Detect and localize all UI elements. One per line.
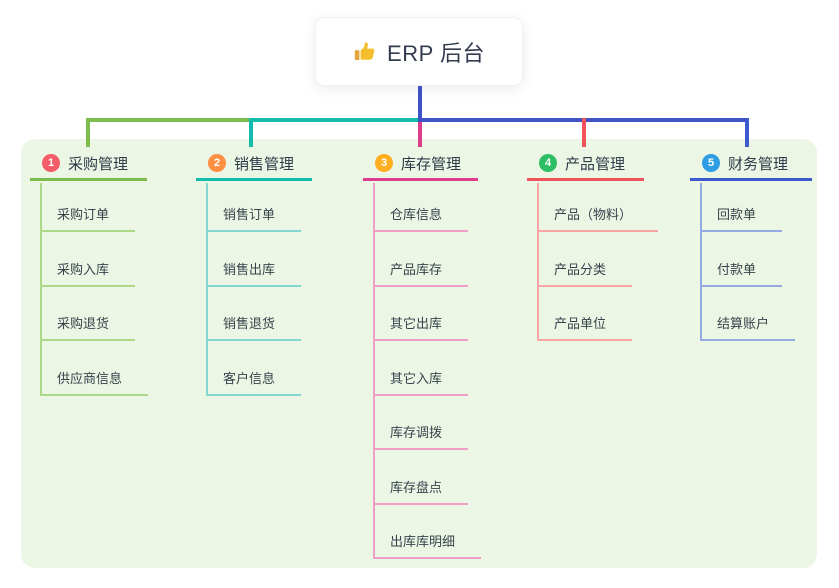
root-node-erp[interactable]: ERP 后台	[315, 17, 523, 86]
branch-number-badge: 4	[539, 154, 557, 172]
branch-node-label: 销售管理	[234, 155, 295, 173]
child-node[interactable]: 仓库信息	[373, 200, 469, 232]
child-node-label: 产品单位	[554, 316, 607, 331]
child-node[interactable]: 回款单	[700, 200, 783, 232]
child-node-label: 采购订单	[57, 207, 110, 222]
child-node[interactable]: 库存盘点	[373, 473, 469, 505]
child-node-label: 销售退货	[223, 316, 276, 331]
child-node[interactable]: 出库库明细	[373, 527, 482, 559]
branch-number-badge: 2	[208, 154, 226, 172]
child-node[interactable]: 其它出库	[373, 309, 469, 341]
child-node[interactable]: 客户信息	[206, 364, 302, 396]
child-node-label: 结算账户	[717, 316, 770, 331]
child-node-label: 产品库存	[390, 261, 443, 277]
child-node[interactable]: 产品库存	[373, 255, 469, 287]
child-node-label: 仓库信息	[390, 207, 443, 222]
branch-number-badge: 3	[375, 154, 393, 172]
branch-node-label: 财务管理	[728, 155, 789, 173]
branch-node-5[interactable]: 5 财务管理	[690, 148, 812, 181]
child-connector-line	[700, 183, 702, 341]
branch-drop-line-1	[86, 118, 90, 147]
root-connector-line	[417, 85, 422, 122]
branch-node-4[interactable]: 4 产品管理	[527, 148, 644, 181]
child-node[interactable]: 产品（物料）	[537, 200, 659, 232]
branch-node-3[interactable]: 3 库存管理	[363, 148, 478, 181]
branch-node-label: 产品管理	[565, 155, 626, 173]
branch-drop-line-2	[249, 118, 253, 147]
child-node-label: 采购退货	[57, 316, 110, 331]
branch-drop-line-3	[417, 122, 422, 147]
child-connector-line	[537, 183, 539, 341]
child-node-label: 采购入库	[57, 261, 110, 277]
branches-background-panel	[21, 139, 817, 568]
child-node-label: 库存盘点	[390, 479, 443, 495]
child-node[interactable]: 销售退货	[206, 309, 302, 341]
child-connector-line	[40, 183, 42, 396]
child-node[interactable]: 供应商信息	[40, 364, 149, 396]
child-node[interactable]: 其它入库	[373, 364, 469, 396]
child-node-label: 销售出库	[223, 261, 276, 277]
child-node-label: 产品（物料）	[554, 207, 633, 222]
child-node-label: 产品分类	[554, 261, 607, 277]
child-node-label: 其它入库	[390, 370, 443, 386]
branch-node-label: 采购管理	[68, 155, 129, 173]
child-connector-line	[373, 183, 375, 559]
child-node-label: 出库库明细	[390, 534, 456, 549]
child-node[interactable]: 结算账户	[700, 309, 796, 341]
branch-drop-line-5	[745, 118, 749, 147]
child-node-label: 销售订单	[223, 207, 276, 222]
branch-drop-line-4	[582, 118, 586, 147]
child-node[interactable]: 采购入库	[40, 255, 136, 287]
branch-node-label: 库存管理	[401, 155, 462, 173]
child-node[interactable]: 销售出库	[206, 255, 302, 287]
bus-segment-teal	[249, 118, 418, 122]
child-node-label: 其它出库	[390, 316, 443, 331]
child-node-label: 供应商信息	[57, 370, 123, 386]
child-node-label: 客户信息	[223, 370, 276, 386]
child-node-label: 付款单	[717, 261, 757, 277]
branch-node-2[interactable]: 2 销售管理	[196, 148, 312, 181]
branch-number-badge: 1	[42, 154, 60, 172]
thumbs-up-icon	[353, 40, 377, 64]
bus-segment-green	[86, 118, 249, 122]
branch-number-badge: 5	[702, 154, 720, 172]
child-node[interactable]: 产品单位	[537, 309, 633, 341]
child-node[interactable]: 销售订单	[206, 200, 302, 232]
child-node[interactable]: 库存调拨	[373, 418, 469, 450]
root-node-label: ERP 后台	[387, 40, 485, 66]
child-node-label: 库存调拨	[390, 425, 443, 440]
branch-node-1[interactable]: 1 采购管理	[30, 148, 147, 181]
child-node[interactable]: 产品分类	[537, 255, 633, 287]
child-node[interactable]: 采购订单	[40, 200, 136, 232]
child-connector-line	[206, 183, 208, 396]
child-node[interactable]: 采购退货	[40, 309, 136, 341]
child-node[interactable]: 付款单	[700, 255, 783, 287]
child-node-label: 回款单	[717, 207, 757, 222]
